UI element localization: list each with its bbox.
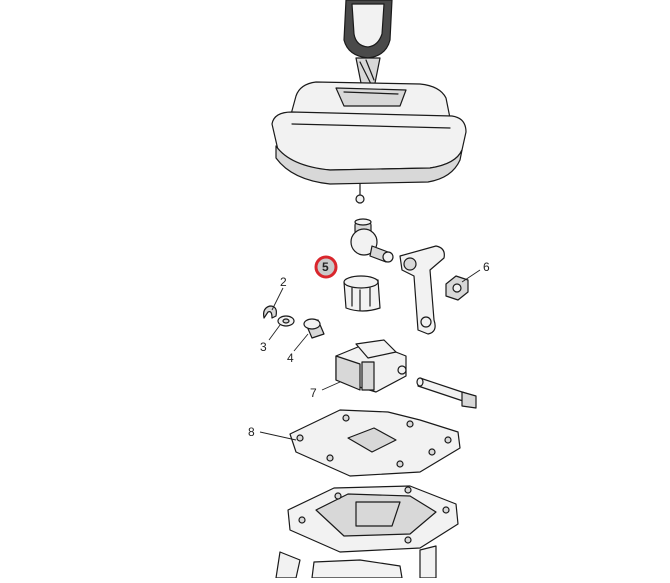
shifter-housing (271, 81, 467, 204)
callout-8: 8 (248, 425, 255, 439)
part-4-bush (303, 318, 325, 339)
gear-lever-knob (343, 0, 393, 89)
bottom-housing (275, 485, 459, 579)
callout-6: 6 (483, 260, 490, 274)
part-3-washer (277, 315, 295, 327)
part-6-nut (445, 275, 469, 301)
part-7-selector-housing (335, 339, 407, 393)
bolt (416, 377, 477, 409)
part-2-circlip (263, 305, 277, 319)
ball-joint (350, 218, 394, 263)
callout-7: 7 (310, 386, 317, 400)
part-5-bushing (343, 275, 381, 312)
callout-4: 4 (287, 351, 294, 365)
part-8-gasket-plate (289, 409, 461, 477)
callout-5: 5 (322, 260, 329, 274)
callout-5-highlight-ring[interactable] (314, 255, 338, 279)
callout-2: 2 (280, 275, 287, 289)
callout-3: 3 (260, 340, 267, 354)
selector-bracket (399, 245, 445, 335)
